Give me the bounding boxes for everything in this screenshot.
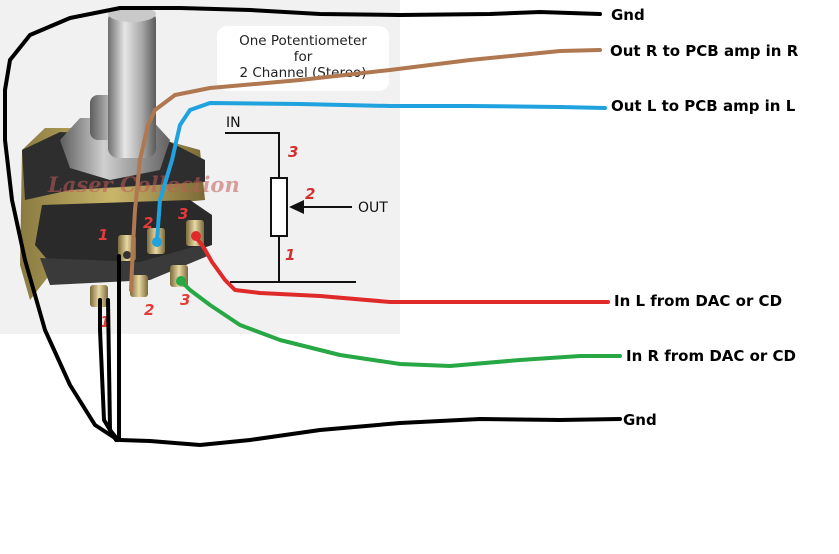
wire-gnd-drop-rear-b	[106, 298, 120, 442]
watermark-text: Laser Collection	[47, 172, 240, 197]
wire-out-r	[129, 48, 602, 292]
wire-gnd-top	[3, 6, 602, 442]
wire-out-l	[155, 101, 607, 242]
label-out-r: Out R to PCB amp in R	[610, 42, 799, 60]
front-pin-2-label: 2	[143, 214, 153, 232]
label-gnd-top: Gnd	[611, 6, 645, 24]
schematic-pin-2: 2	[305, 185, 315, 203]
title-line-1: One Potentiometer	[239, 33, 367, 49]
schematic-resistor	[270, 177, 288, 237]
contact-in-r	[176, 276, 186, 286]
rear-pin-1-label: 1	[100, 313, 110, 331]
label-in-r: In R from DAC or CD	[626, 347, 796, 365]
label-out-l: Out L to PCB amp in L	[611, 97, 796, 115]
label-gnd-bottom: Gnd	[623, 411, 657, 429]
schematic-in-line	[225, 132, 280, 178]
wire-in-r	[178, 278, 622, 368]
schematic-ground-line	[230, 236, 356, 283]
schematic-in-label: IN	[226, 115, 241, 131]
contact-in-l	[191, 231, 201, 241]
wire-gnd-bottom	[118, 417, 622, 447]
pin-labels: 1 2 3 1 2 3	[98, 205, 190, 331]
label-in-l: In L from DAC or CD	[614, 292, 782, 310]
pot-schematic: IN OUT 3 2 1	[225, 115, 388, 283]
contact-out-l	[152, 237, 162, 247]
pot-shaft	[108, 10, 156, 158]
front-pin-3-label: 3	[178, 205, 188, 223]
schematic-wiper-arrow	[289, 200, 304, 214]
front-pin-1-label: 1	[98, 226, 108, 244]
rear-pin-2-label: 2	[144, 301, 154, 319]
schematic-pin-1: 1	[285, 246, 295, 264]
rear-pin-3-label: 3	[180, 291, 190, 309]
wires	[3, 6, 622, 447]
wire-in-l	[194, 235, 610, 304]
schematic-pin-3: 3	[288, 143, 298, 161]
wire-labels: Gnd Out R to PCB amp in R Out L to PCB a…	[610, 6, 799, 429]
title-line-2: for	[294, 49, 313, 65]
schematic-out-label: OUT	[358, 200, 388, 216]
